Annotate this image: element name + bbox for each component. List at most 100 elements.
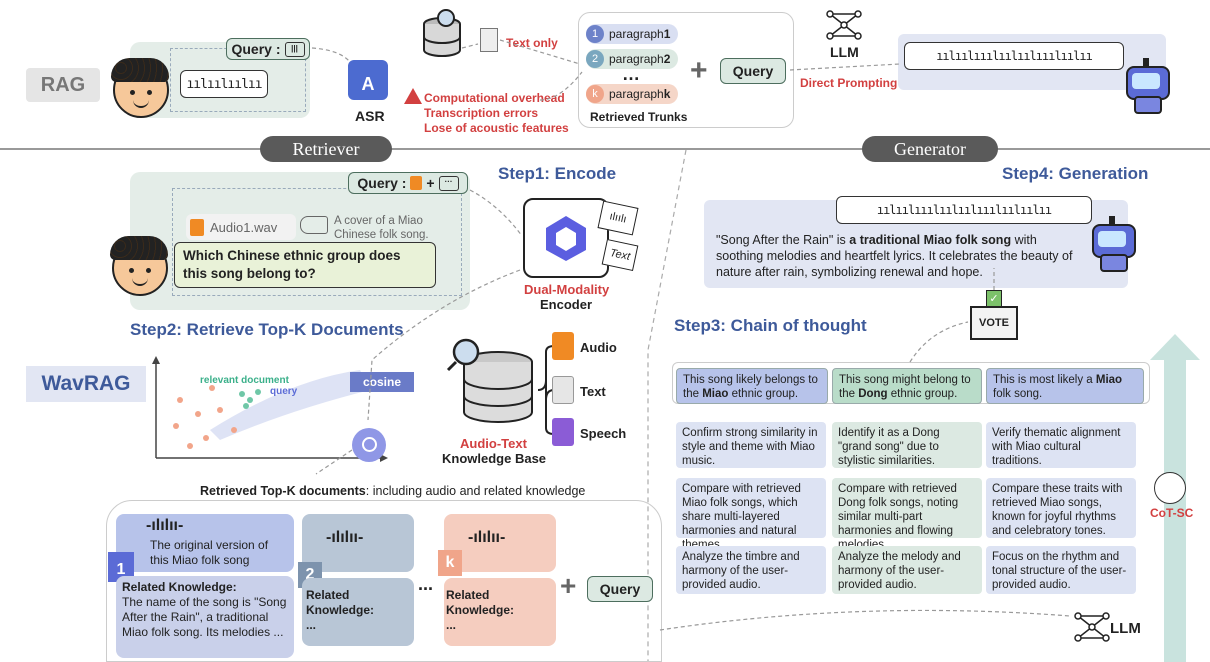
rag-label: RAG [40, 73, 86, 96]
cot-head-1: This song likely belongs to the Miao eth… [676, 368, 828, 404]
issue-1: Computational overhead [424, 91, 565, 105]
cot-head-3: This is most likely a Miao folk song. [986, 368, 1144, 404]
vote-label: VOTE [979, 317, 1009, 329]
question-text: Which Chinese ethnic group does this son… [183, 248, 401, 281]
doc2-related-label: Related Knowledge: [306, 588, 374, 617]
asr-label: ASR [355, 108, 385, 124]
retriever-section-pill: Retriever [260, 136, 392, 162]
wavrag-label-box: WavRAG [26, 366, 146, 402]
kb-item-audio: Audio [580, 340, 617, 355]
cot-head-3-bold: Miao [1095, 374, 1123, 386]
vertical-divider [647, 149, 687, 662]
knowledge-base-db-icon [446, 338, 533, 423]
asr-letter: A [361, 74, 375, 94]
cot-head-3-post: folk song. [993, 388, 1043, 400]
cosine-box: cosine [350, 372, 414, 392]
neural-network-icon-bottom [1074, 612, 1110, 642]
neural-network-icon-top [826, 10, 862, 40]
issue-3: Lose of acoustic features [424, 121, 569, 135]
step1-title: Step1: Encode [498, 164, 617, 183]
waveform-icon: -ılılıı- [326, 529, 364, 546]
encoder-label-2: Encoder [540, 297, 593, 312]
user-avatar-top [111, 58, 169, 118]
cot-cell-r2c1: Compare with retrieved Miao folk songs, … [676, 478, 826, 551]
retriever-dashed-frame [172, 188, 462, 296]
retriever-section-label: Retriever [292, 138, 360, 159]
dock-text: ... [446, 618, 457, 632]
user-avatar-retriever [110, 236, 168, 296]
audio-file-icon [410, 176, 423, 190]
kb-audio-icon [552, 332, 574, 360]
rag-query-pill: Query : ||| [226, 38, 310, 60]
llm-label-bottom: LLM [1110, 620, 1141, 637]
waveform-icon: ıılıılııılıılıılııılıılıı [936, 49, 1093, 63]
answer-text-bold: a traditional Miao folk song [849, 233, 1012, 247]
embedding-scatter-plot [152, 356, 388, 462]
answer-audio: ıılıılııılıılıılııılıılıılıı [836, 196, 1092, 224]
doc1-knowledge-card: Related Knowledge: The name of the song … [116, 576, 294, 658]
answer-text-post: with soothing melodies and heartfelt lyr… [716, 233, 1073, 279]
doc1-related-label: Related Knowledge: [122, 580, 237, 594]
paragraph-ellipsis: … [622, 64, 640, 84]
cot-cell-r2c3: Compare these traits with retrieved Miao… [986, 478, 1136, 538]
paragraph-2-text: paragraph [609, 52, 664, 66]
paragraph-1-text: paragraph [609, 27, 664, 41]
kb-label-1: Audio-Text [460, 436, 527, 451]
retriever-query-pill: Query : + ··· [348, 172, 468, 194]
dual-modality-encoder-box [523, 198, 609, 278]
retrieved-trunks-label: Retrieved Trunks [590, 110, 688, 124]
query-point-label: query [270, 386, 298, 397]
paragraph-1: 1 paragraph 1 [586, 24, 678, 44]
database-icon-top [423, 9, 461, 57]
question-bubble: Which Chinese ethnic group does this son… [174, 242, 436, 288]
kb-speech-icon [552, 418, 574, 446]
wavrag-label: WavRAG [41, 372, 131, 395]
plus-icon-docs: + [560, 570, 577, 601]
paragraph-2-num: 2 [586, 50, 604, 68]
doc2-text: ... [306, 618, 317, 632]
cot-cell-r3c2: Analyze the melody and harmony of the us… [832, 546, 982, 594]
rag-label-box: RAG [26, 68, 100, 102]
cot-cell-r3c3: Focus on the rhythm and tonal structure … [986, 546, 1136, 594]
issue-2: Transcription errors [424, 106, 539, 120]
cot-sc-label: CoT-SC [1150, 506, 1194, 520]
generator-section-pill: Generator [862, 136, 998, 162]
doc1-audio-card: -ılılıı- The original version of this Mi… [116, 514, 294, 572]
cot-head-2-pre: This song might belong to the [839, 374, 971, 400]
horizontal-divider [0, 148, 1210, 150]
cot-sc-brain-icon [1154, 472, 1186, 504]
docs-query-text: Query [599, 581, 641, 597]
audio-file-name: Audio1.wav [210, 219, 278, 235]
waveform-icon: ıılıılıılıı [186, 76, 262, 92]
paragraph-k-num: k [586, 85, 604, 103]
rag-audio-bubble: ıılıılıılıı [180, 70, 268, 98]
step2-title: Step2: Retrieve Top-K Documents [130, 320, 404, 339]
doc1-text: The name of the song is "Song After the … [122, 595, 287, 639]
answer-text-pre: "Song After the Rain" is [716, 233, 850, 247]
kb-label-2: Knowledge Base [442, 451, 547, 466]
paragraph-2: 2 paragraph 2 [586, 49, 678, 69]
step4-title: Step4: Generation [1002, 164, 1149, 183]
cot-head-1-bold: Miao [702, 388, 729, 400]
search-lens [362, 437, 377, 452]
dock-related-label: Related Knowledge: [446, 588, 514, 617]
rag-query-label: Query : [231, 41, 281, 57]
cot-head-3-pre: This is most likely a [993, 374, 1096, 386]
cot-cell-r1c3: Verify thematic alignment with Miao cult… [986, 422, 1136, 468]
kb-item-speech: Speech [580, 426, 627, 441]
cot-cell-r3c1: Analyze the timbre and harmony of the us… [676, 546, 826, 594]
text-only-label: Text only [506, 36, 558, 50]
relevant-document-label: relevant document [200, 375, 289, 386]
audio-wav-icon [190, 218, 204, 236]
step3-title: Step3: Chain of thought [674, 316, 867, 335]
retriever-query-label: Query : [357, 175, 407, 191]
paragraph-k: k paragraph k [586, 84, 678, 104]
query-plus: + [426, 175, 435, 191]
doc2-audio-card: -ılılıı- [302, 514, 414, 572]
retrieved-topk-title: Retrieved Top-K documents: including aud… [200, 484, 585, 498]
waveform-icon: -ılılıı- [468, 529, 506, 546]
docs-query-box: Query [587, 576, 653, 602]
generator-section-label: Generator [894, 138, 966, 159]
kb-item-text: Text [580, 384, 606, 399]
